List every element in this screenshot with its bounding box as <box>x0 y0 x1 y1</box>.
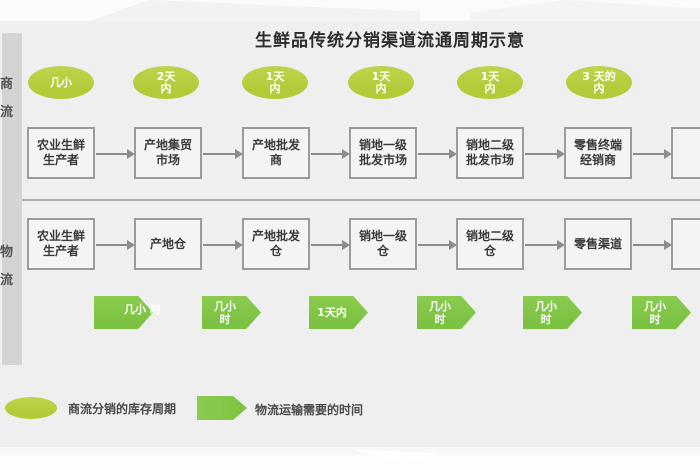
flow-arrow <box>311 149 350 159</box>
logistics-node: 产地仓 <box>134 218 202 270</box>
arrowhead-icon <box>449 240 457 250</box>
logistics-node: 销地一级仓 <box>349 218 417 270</box>
commerce-node: 产地集贸市场 <box>134 127 202 179</box>
inventory-period-oval: 1天内 <box>348 66 414 99</box>
inventory-period-oval: 几小 <box>28 66 94 99</box>
flow-arrow <box>311 240 350 250</box>
decorative-wedge <box>0 455 700 470</box>
legend-oval-icon <box>5 397 57 419</box>
logistics-node: 产地批发仓 <box>242 218 310 270</box>
arrowhead-icon <box>557 149 565 159</box>
commerce-node: 销地一级批发市场 <box>349 127 417 179</box>
flow-arrow <box>418 240 457 250</box>
left-rail <box>2 33 22 365</box>
flow-arrow <box>525 149 565 159</box>
commerce-node: 零售终端经销商 <box>564 127 632 179</box>
commerce-node-cutoff <box>671 127 700 179</box>
arrowhead-icon <box>664 240 672 250</box>
bottom-decoration-band <box>0 447 700 470</box>
flow-arrow <box>96 149 135 159</box>
legend-oval-label: 商流分销的库存周期 <box>68 402 177 416</box>
flow-arrow <box>96 240 135 250</box>
inventory-period-oval: 1天内 <box>457 66 523 99</box>
arrowhead-icon <box>235 240 243 250</box>
logistics-node: 销地二级仓 <box>456 218 524 270</box>
arrowhead-icon <box>127 149 135 159</box>
top-decoration-band <box>0 0 700 21</box>
commerce-node: 农业生鲜生产者 <box>27 127 95 179</box>
flow-arrow <box>203 149 243 159</box>
inventory-period-oval: 1天内 <box>242 66 308 99</box>
flow-arrow <box>203 240 243 250</box>
arrowhead-icon <box>342 149 350 159</box>
page-title: 生鲜品传统分销渠道流通周期示意 <box>255 31 525 51</box>
flow-arrow <box>633 240 672 250</box>
legend-arrow-label: 物流运输需要的时间 <box>255 403 364 417</box>
arrowhead-icon <box>557 240 565 250</box>
logistics-node-cutoff <box>671 218 700 270</box>
arrowhead-icon <box>449 149 457 159</box>
logistics-node: 零售渠道 <box>564 218 632 270</box>
arrowhead-icon <box>235 149 243 159</box>
inventory-period-oval: 2天内 <box>133 66 199 99</box>
transport-time-arrow: 1天内 <box>309 296 368 329</box>
flow-arrow <box>525 240 565 250</box>
logistics-node: 农业生鲜生产者 <box>27 218 95 270</box>
decorative-wedge <box>90 0 420 21</box>
logistics-flow-label: 物流 <box>0 245 14 288</box>
inventory-period-oval: 3 天的内 <box>566 66 632 99</box>
decorative-wedge <box>470 0 700 21</box>
transport-time-label: 几小 时 <box>124 303 161 316</box>
commerce-node: 销地二级批发市场 <box>456 127 524 179</box>
arrowhead-icon <box>664 149 672 159</box>
arrowhead-icon <box>127 240 135 250</box>
section-divider <box>22 199 700 201</box>
commerce-flow-label: 商流 <box>0 77 14 120</box>
flow-arrow <box>418 149 457 159</box>
arrowhead-icon <box>342 240 350 250</box>
flow-arrow <box>633 149 672 159</box>
commerce-node: 产地批发商 <box>242 127 310 179</box>
transport-time-arrow: 几小时 <box>417 296 476 329</box>
